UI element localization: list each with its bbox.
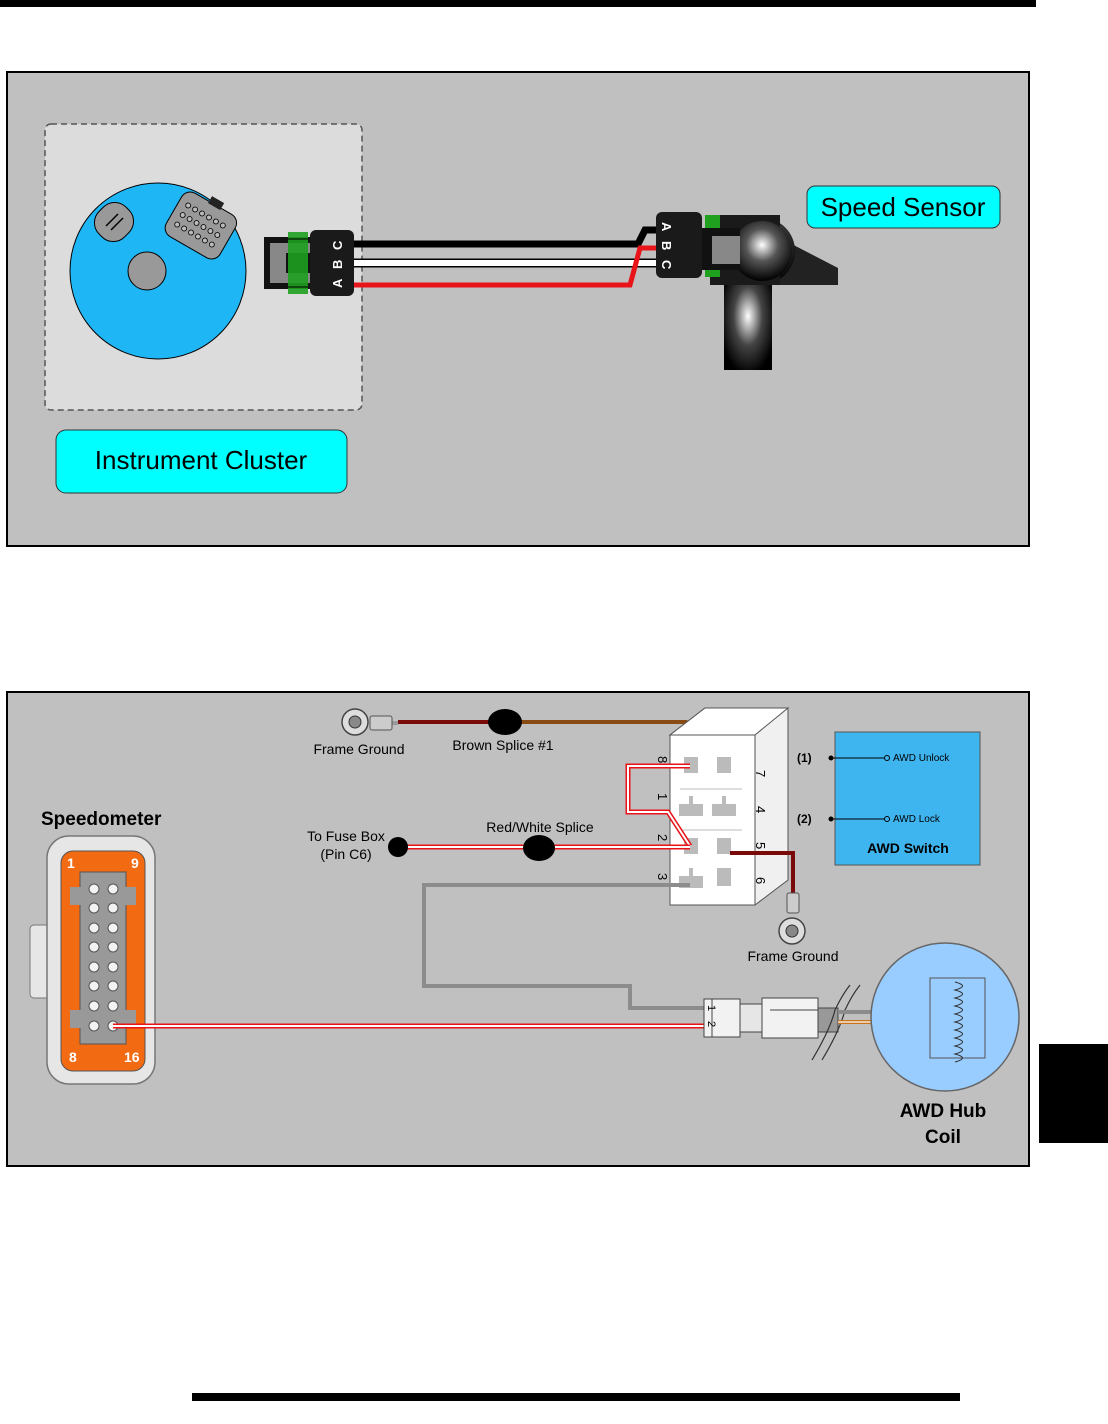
cluster-connector: A B C: [264, 230, 354, 296]
conn-pin-2: 2: [655, 834, 670, 841]
conn-pin-6: 6: [753, 877, 768, 884]
hub-coil-label-line2: Coil: [925, 1127, 961, 1148]
awd-lock-pin: (2): [797, 812, 812, 826]
red-white-splice-label: Red/White Splice: [486, 819, 594, 835]
fuse-box-label-line2: (Pin C6): [320, 846, 371, 862]
sensor-pin-b: B: [659, 241, 674, 250]
speed-sensor-label: Speed Sensor: [821, 192, 986, 222]
speedo-pin-16: 16: [124, 1049, 140, 1065]
coil-conn-pin-2: 2: [705, 1021, 717, 1027]
cluster-pin-c: C: [330, 240, 345, 250]
chapter-tab: [1039, 1044, 1108, 1143]
speedo-pin-8: 8: [69, 1049, 77, 1065]
speedometer-label: Speedometer: [41, 809, 162, 830]
speedo-pin-1: 1: [67, 855, 75, 871]
speedometer-connector: 1 9 8 16: [29, 835, 156, 1085]
conn-pin-3: 3: [655, 873, 670, 880]
speed-sensor-label-box: [806, 185, 1001, 229]
conn-pin-4: 4: [753, 806, 768, 813]
coil-conn-pin-1: 1: [705, 1005, 717, 1011]
awd-diagram: Speedometer 1 9 8 16: [6, 691, 1030, 1167]
page-bottom-rule: [192, 1393, 960, 1401]
frame-ground-top: [341, 708, 398, 736]
sensor-pin-c: C: [659, 260, 674, 270]
speedo-pin-9: 9: [131, 855, 139, 871]
instrument-cluster-graphic: [69, 182, 247, 360]
brown-splice: [488, 709, 522, 735]
conn-pin-8: 8: [655, 756, 670, 763]
awd-switch-box: [834, 731, 981, 866]
awd-switch-title: AWD Switch: [867, 840, 949, 856]
sensor-wires: [354, 226, 660, 288]
conn-pin-1: 1: [655, 793, 670, 800]
speed-sensor-diagram: A B C A B C Speed Sensor: [6, 71, 1030, 547]
hub-coil-label-line1: AWD Hub: [900, 1101, 987, 1122]
awd-unlock-label: AWD Unlock: [893, 753, 950, 764]
fuse-box-terminal: [388, 837, 408, 857]
cluster-pin-b: B: [330, 260, 345, 269]
conn-pin-7: 7: [753, 770, 768, 777]
awd-lock-label: AWD Lock: [893, 814, 941, 825]
instrument-cluster-label: Instrument Cluster: [95, 445, 308, 475]
sensor-pin-a: A: [659, 222, 674, 232]
awd-hub-coil-graphic: [870, 942, 1020, 1092]
red-white-splice: [523, 835, 555, 861]
instrument-cluster-label-box: [55, 429, 348, 494]
awd-switch-connector: 8 1 2 3 7 4 5 6: [655, 707, 790, 906]
speed-sensor-graphic: A B C: [656, 212, 838, 370]
hub-coil-connector: 1 2: [703, 997, 839, 1039]
awd-unlock-pin: (1): [797, 751, 812, 765]
frame-ground-top-label: Frame Ground: [313, 741, 404, 757]
conn-pin-5: 5: [753, 842, 768, 849]
page-top-rule: [0, 0, 1036, 7]
frame-ground-right-label: Frame Ground: [747, 948, 838, 964]
frame-ground-right: [778, 892, 806, 945]
fuse-box-label-line1: To Fuse Box: [307, 828, 385, 844]
brown-splice-label: Brown Splice #1: [452, 737, 553, 753]
cluster-pin-a: A: [330, 278, 345, 288]
